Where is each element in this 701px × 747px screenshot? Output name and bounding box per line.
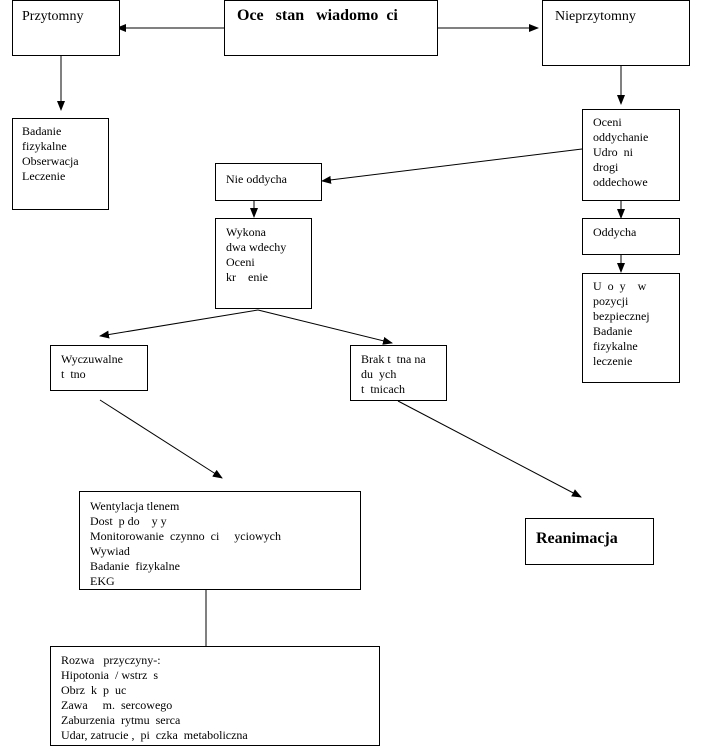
not-breathing-box: Nie oddycha (215, 163, 322, 201)
conscious-action-line: Leczenie (22, 169, 66, 183)
conscious-label: Przytomny (22, 9, 84, 24)
arrow-to-no-pulse (257, 309, 393, 345)
assess-breathing-line: oddychanie (593, 130, 649, 144)
recovery-line: Badanie (593, 324, 633, 338)
recovery-line: leczenie (593, 354, 633, 368)
pulse-present-line: Wyczuwalne (61, 352, 123, 366)
causes-line: Hipotonia / wstrz s (61, 668, 158, 682)
pulse-present-box: Wyczuwalne t tno (50, 345, 148, 391)
pulse-present-line: t tno (61, 367, 86, 381)
conscious-actions-box: Badanie fizykalne Obserwacja Leczenie (12, 118, 109, 210)
conscious-box: Przytomny (12, 0, 120, 56)
two-breaths-line: dwa wdechy (226, 240, 287, 254)
unconscious-label: Nieprzytomny (555, 9, 636, 24)
two-breaths-line: Wykona (226, 225, 266, 239)
recovery-line: pozycji (593, 294, 629, 308)
assess-breathing-box: Oceni oddychanie Udro ni drogi oddechowe (582, 109, 680, 201)
no-pulse-line: Brak t tna na (361, 352, 426, 366)
breathing-label: Oddycha (593, 225, 637, 239)
assess-breathing-line: Oceni (593, 115, 622, 129)
reanimation-box: Reanimacja (525, 518, 654, 565)
assess-breathing-line: oddechowe (593, 175, 648, 189)
assess-consciousness-label: Oce stan wiadomo ci (237, 7, 398, 24)
unconscious-box: Nieprzytomny (542, 0, 690, 66)
ventilation-line: Monitorowanie czynno ci yciowych (90, 529, 281, 543)
assess-consciousness-box: Oce stan wiadomo ci (224, 0, 438, 56)
conscious-action-line: Obserwacja (22, 154, 79, 168)
recovery-line: fizykalne (593, 339, 638, 353)
causes-line: Udar, zatrucie , pi czka metaboliczna (61, 728, 248, 742)
no-pulse-box: Brak t tna na du ych t tnicach (350, 345, 447, 401)
conscious-action-line: Badanie (22, 124, 62, 138)
recovery-line: U o y w (593, 279, 647, 293)
no-pulse-line: du ych (361, 367, 397, 381)
causes-line: Obrz k p uc (61, 683, 127, 697)
reanimation-label: Reanimacja (536, 530, 618, 547)
assess-breathing-line: drogi (593, 160, 619, 174)
causes-line: Rozwa przyczyny-: (61, 653, 161, 667)
ventilation-line: Dost p do y y (90, 514, 167, 528)
ventilation-line: Wentylacja tlenem (90, 499, 180, 513)
causes-line: Zawa m. sercowego (61, 698, 173, 712)
ventilation-line: Wywiad (90, 544, 130, 558)
arrow-to-pulse-present (99, 309, 259, 339)
no-pulse-line: t tnicach (361, 382, 405, 396)
two-breaths-box: Wykona dwa wdechy Oceni kr enie (215, 218, 312, 309)
arrow-to-ventilation (99, 399, 223, 479)
ventilation-box: Wentylacja tlenem Dost p do y y Monitoro… (79, 491, 361, 590)
recovery-position-box: U o y w pozycji bezpiecznej Badanie fizy… (582, 273, 680, 383)
conscious-action-line: fizykalne (22, 139, 67, 153)
assess-breathing-line: Udro ni (593, 145, 633, 159)
two-breaths-line: Oceni (226, 255, 255, 269)
arrow-to-reanimation (397, 400, 582, 498)
recovery-line: bezpiecznej (593, 309, 650, 323)
causes-line: Zaburzenia rytmu serca (61, 713, 181, 727)
not-breathing-label: Nie oddycha (226, 172, 287, 186)
ventilation-line: EKG (90, 574, 115, 588)
breathing-box: Oddycha (582, 218, 680, 255)
arrow-to-not-breathing (321, 148, 583, 184)
two-breaths-line: kr enie (226, 270, 268, 284)
ventilation-line: Badanie fizykalne (90, 559, 180, 573)
causes-box: Rozwa przyczyny-: Hipotonia / wstrz s Ob… (50, 646, 380, 746)
